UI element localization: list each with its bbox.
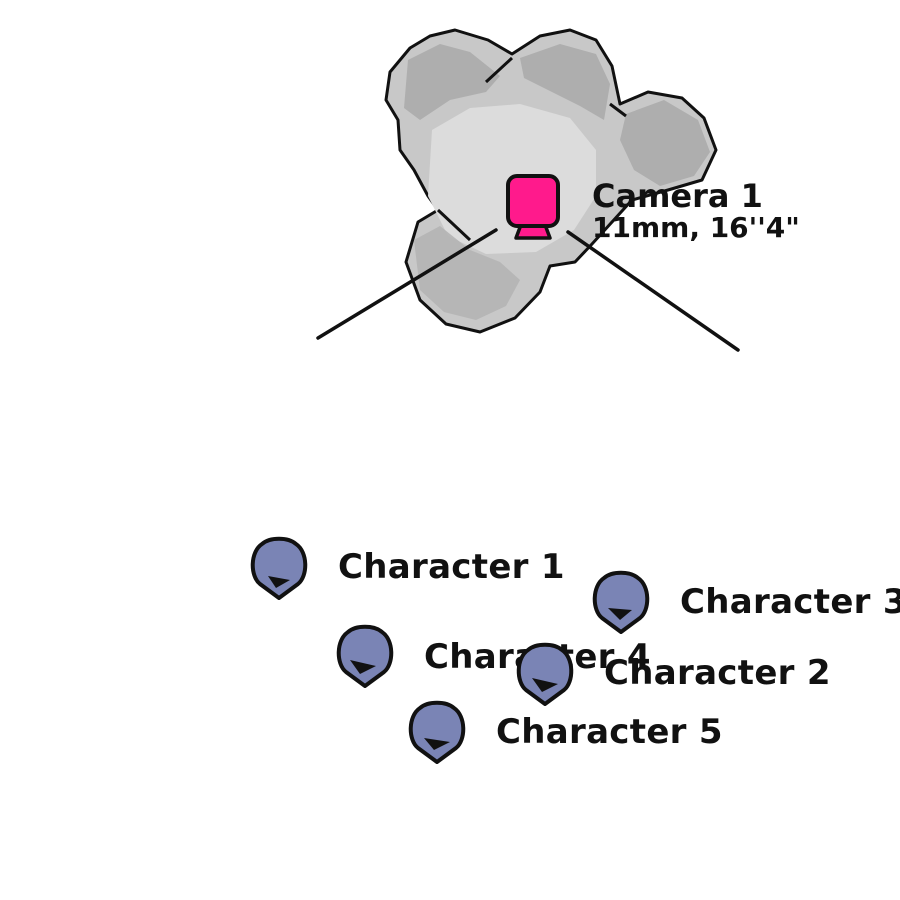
character-pin-icon	[336, 624, 394, 688]
character-marker-5[interactable]	[406, 698, 468, 768]
camera-marker[interactable]	[504, 172, 562, 244]
tree-shade	[620, 100, 710, 186]
tree-shade	[404, 44, 500, 120]
camera-icon	[506, 174, 560, 240]
character-marker-1[interactable]	[248, 534, 310, 604]
camera-lens-info-label: 11mm, 16''4"	[592, 211, 800, 244]
character-label-5: Character 5	[496, 712, 723, 752]
character-label-3: Character 3	[680, 582, 900, 622]
character-pin-icon	[408, 700, 466, 764]
character-pin-icon	[592, 570, 650, 634]
character-pin-icon	[250, 536, 308, 600]
character-marker-2[interactable]	[514, 640, 576, 710]
character-marker-4[interactable]	[334, 622, 396, 692]
character-marker-3[interactable]	[590, 568, 652, 638]
character-pin-icon	[516, 642, 574, 706]
tree-shade	[520, 44, 610, 120]
character-label-2: Character 2	[604, 653, 831, 693]
character-label-1: Character 1	[338, 547, 565, 587]
camera-name-label: Camera 1	[592, 177, 763, 215]
